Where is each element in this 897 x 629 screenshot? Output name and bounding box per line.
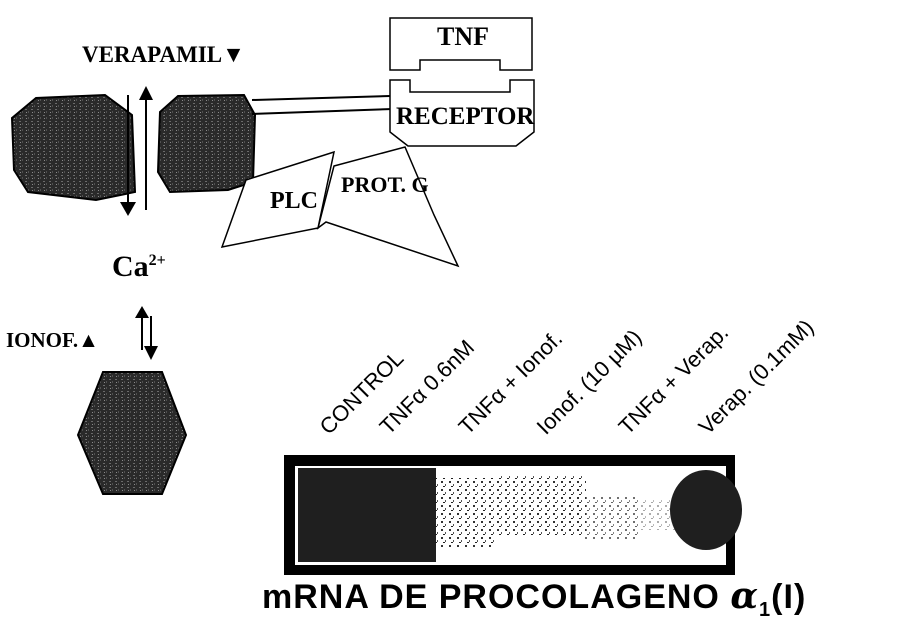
- band-control: [298, 468, 436, 562]
- membrane-cell-right: [156, 93, 257, 194]
- band-tnf-ionof: [496, 476, 586, 536]
- hexagon-cell: [76, 371, 188, 495]
- verapamil-down-icon: ▼: [222, 42, 245, 67]
- band-tnf: [436, 478, 496, 548]
- tnf-shape: [389, 17, 533, 71]
- band-verap: [670, 470, 742, 550]
- calcium-label: Ca2+: [112, 250, 166, 283]
- channel-down-arrowhead: [120, 202, 136, 216]
- ionophore-up-icon: ▲: [78, 328, 99, 352]
- verapamil-label: VERAPAMIL▼: [82, 42, 245, 67]
- blot-title: mRNA DE PROCOLAGENO α1(I): [262, 575, 807, 621]
- prot-g-shape: [316, 146, 460, 268]
- plc-shape: [220, 150, 335, 248]
- tnf-label: TNF: [437, 22, 489, 51]
- receptor-label: RECEPTOR: [396, 103, 535, 130]
- receptor-shape: [389, 79, 535, 147]
- plc-label: PLC: [270, 188, 318, 214]
- channel-up-arrowhead: [139, 86, 153, 100]
- ionophore-label: IONOF.▲: [6, 328, 99, 352]
- band-tnf-verap: [640, 500, 675, 530]
- band-ionof: [580, 495, 640, 540]
- prot-g-label: PROT. G: [341, 172, 429, 197]
- membrane-cell-left: [10, 93, 137, 202]
